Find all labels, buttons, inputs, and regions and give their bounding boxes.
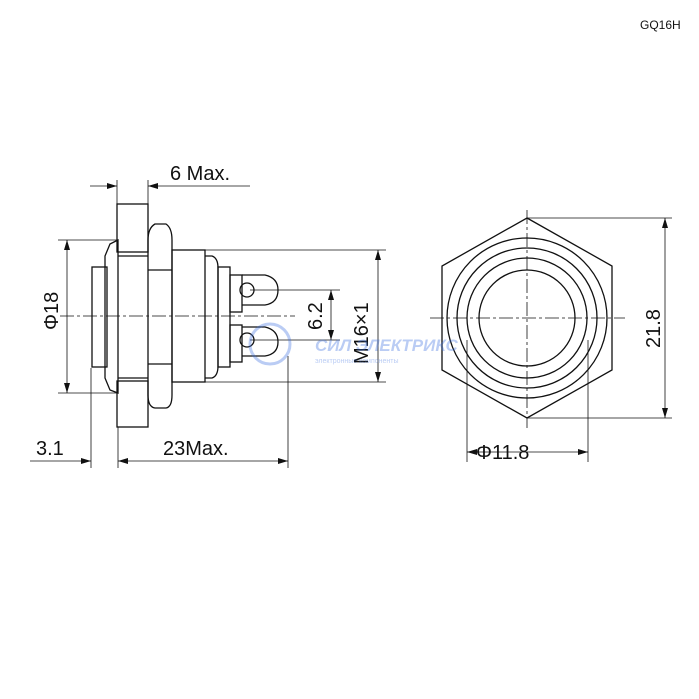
body-rear xyxy=(205,255,219,379)
dim-phi11-8: Φ11.8 xyxy=(476,442,529,464)
terminal-bottom xyxy=(229,324,243,363)
dim-6max: 6 Max. xyxy=(170,163,230,185)
front-view xyxy=(430,210,625,428)
terminal-base xyxy=(217,266,231,368)
solder-lug-bottom xyxy=(242,326,279,357)
button-cap xyxy=(91,266,108,368)
front-dimensions: 21.8 Φ11.8 xyxy=(466,217,672,464)
side-view xyxy=(60,203,295,428)
dim-21-8: 21.8 xyxy=(643,309,665,348)
terminal-top xyxy=(229,274,243,313)
model-label: GQ16H xyxy=(640,18,681,32)
dim-phi18: Φ18 xyxy=(41,292,63,330)
panel-section-top xyxy=(116,203,149,253)
dim-6-2: 6.2 xyxy=(305,302,327,330)
dim-23max: 23Max. xyxy=(163,438,229,460)
dim-3-1: 3.1 xyxy=(36,438,64,460)
watermark-emblem xyxy=(248,322,292,366)
side-dimensions: 6 Max. Φ18 3.1 23Max. 6.2 M16×1 xyxy=(30,163,386,468)
watermark-tagline: электронные компоненты xyxy=(315,358,399,365)
watermark-brand: СИЛ ЭЛЕКТРИКС xyxy=(315,336,459,355)
dim-m16x1: M16×1 xyxy=(351,302,373,364)
panel-section-bottom xyxy=(116,380,149,428)
hex-nut xyxy=(147,223,173,409)
watermark-logo: СИЛ ЭЛЕКТРИКС электронные компоненты xyxy=(248,322,459,366)
